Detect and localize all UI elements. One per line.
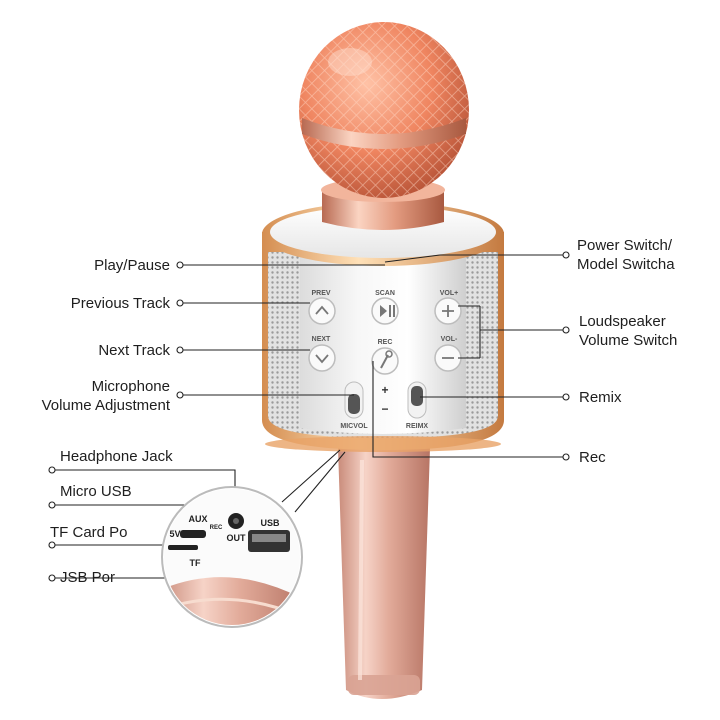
microphone-handle [338, 448, 430, 699]
button-play-pause[interactable] [371, 297, 399, 325]
label-micvol: MICVOL [340, 423, 368, 430]
label-vol-plus: VOL+ [440, 290, 458, 297]
callout-mic-volume: Microphone Volume Adjustment [41, 378, 170, 414]
button-rec[interactable] [371, 347, 399, 375]
label-aux: AUX [188, 514, 207, 524]
callout-play-pause: Play/Pause [94, 257, 170, 274]
label-prev: PREV [311, 290, 330, 297]
label-rec: REC [378, 339, 393, 346]
label-rec-small: REC [210, 525, 223, 531]
microphone-grille [299, 22, 469, 198]
callout-micro-usb: Micro USB [60, 483, 132, 500]
callout-tf-card: TF Card Po [50, 524, 128, 541]
button-vol-minus[interactable] [434, 344, 462, 372]
label-reimx: REIMX [406, 423, 429, 430]
label-vol-minus: VOL- [441, 336, 458, 343]
callout-previous-track: Previous Track [70, 295, 170, 312]
button-next[interactable] [308, 344, 336, 372]
microphone-body [262, 202, 504, 452]
button-vol-plus[interactable] [434, 297, 462, 325]
callout-headphone-jack: Headphone Jack [60, 448, 173, 465]
label-tf: TF [190, 558, 201, 568]
callout-next-track: Next Track [98, 342, 170, 359]
ports-inset [161, 486, 303, 628]
label-minus: − [381, 402, 388, 416]
remix-slider[interactable] [407, 381, 427, 419]
label-next: NEXT [312, 336, 331, 343]
label-usb: USB [260, 518, 280, 528]
label-plus: + [381, 383, 388, 397]
label-out: OUT [227, 533, 247, 543]
label-scan: SCAN [375, 290, 395, 297]
callout-rec: Rec [579, 449, 606, 466]
mic-volume-slider[interactable] [344, 381, 364, 419]
label-5v: 5V [169, 529, 180, 539]
callout-loudspeaker: Loudspeaker Volume Switch [579, 313, 678, 349]
button-prev[interactable] [308, 297, 336, 325]
callout-usb-port: JSB Por [60, 569, 116, 586]
callout-power-switch: Power Switch/ Model Switcha [577, 237, 675, 273]
callout-remix: Remix [579, 389, 622, 406]
